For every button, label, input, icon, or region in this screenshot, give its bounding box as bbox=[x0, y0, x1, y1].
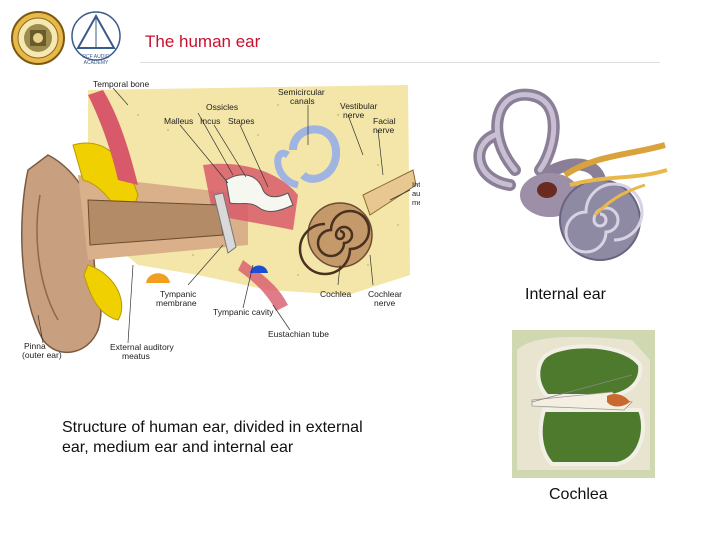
label-temporal-bone: Temporal bone bbox=[93, 79, 150, 89]
label-internal-meatus-1: Internal bbox=[412, 180, 420, 189]
label-cochlear-nerve-2: nerve bbox=[374, 298, 396, 308]
internal-ear-caption: Internal ear bbox=[525, 286, 606, 303]
ossicles bbox=[225, 174, 294, 212]
logo-text: RCF AUDIO ACADEMY bbox=[82, 54, 110, 66]
label-pinna-2: (outer ear) bbox=[22, 350, 62, 360]
human-ear-diagram: Temporal bone Ossicles Semicircular cana… bbox=[18, 75, 439, 370]
label-internal-meatus-3: meatus bbox=[412, 198, 420, 207]
label-cochlear-nerve-1: Cochlear bbox=[368, 289, 402, 299]
label-facial-2: nerve bbox=[373, 125, 395, 135]
label-cochlea: Cochlea bbox=[320, 289, 351, 299]
muscle-tissue bbox=[88, 90, 138, 185]
cochlea-spiral bbox=[298, 202, 373, 276]
tympanic-membrane bbox=[213, 192, 237, 254]
label-incus: Incus bbox=[200, 116, 220, 126]
label-pinna-1: Pinna bbox=[24, 341, 46, 351]
title-divider bbox=[140, 62, 660, 63]
institution-seal-logo bbox=[10, 10, 66, 66]
semicircular-canals bbox=[289, 125, 341, 183]
label-tympanic-membrane-1: Tympanic bbox=[160, 289, 197, 299]
label-ossicles: Ossicles bbox=[206, 102, 238, 112]
auditory-nerve bbox=[362, 169, 417, 216]
ear-structure-description: Structure of human ear, divided in exter… bbox=[62, 419, 363, 456]
label-facial-1: Facial bbox=[373, 116, 396, 126]
label-vestibular-2: nerve bbox=[343, 110, 365, 120]
internal-ear-illustration bbox=[455, 75, 675, 275]
cochlea-caption: Cochlea bbox=[549, 486, 608, 503]
label-semicircular-1: Semicircular bbox=[278, 87, 325, 97]
label-internal-meatus-2: auditory bbox=[412, 189, 420, 198]
label-eustachian-tube: Eustachian tube bbox=[268, 329, 329, 339]
rcf-audio-academy-logo: RCF AUDIO ACADEMY bbox=[70, 10, 122, 66]
cochlea-cross-section-image bbox=[512, 330, 655, 478]
label-semicircular-2: canals bbox=[290, 96, 315, 106]
label-tympanic-membrane-2: membrane bbox=[156, 298, 197, 308]
label-malleus: Malleus bbox=[164, 116, 193, 126]
slide-title: The human ear bbox=[145, 32, 261, 51]
label-stapes: Stapes bbox=[228, 116, 254, 126]
label-tympanic-cavity: Tympanic cavity bbox=[213, 307, 274, 317]
label-vestibular-1: Vestibular bbox=[340, 101, 377, 111]
ear-canal bbox=[87, 199, 224, 246]
label-external-meatus-1: External auditory bbox=[110, 342, 175, 352]
label-external-meatus-2: meatus bbox=[122, 351, 150, 361]
